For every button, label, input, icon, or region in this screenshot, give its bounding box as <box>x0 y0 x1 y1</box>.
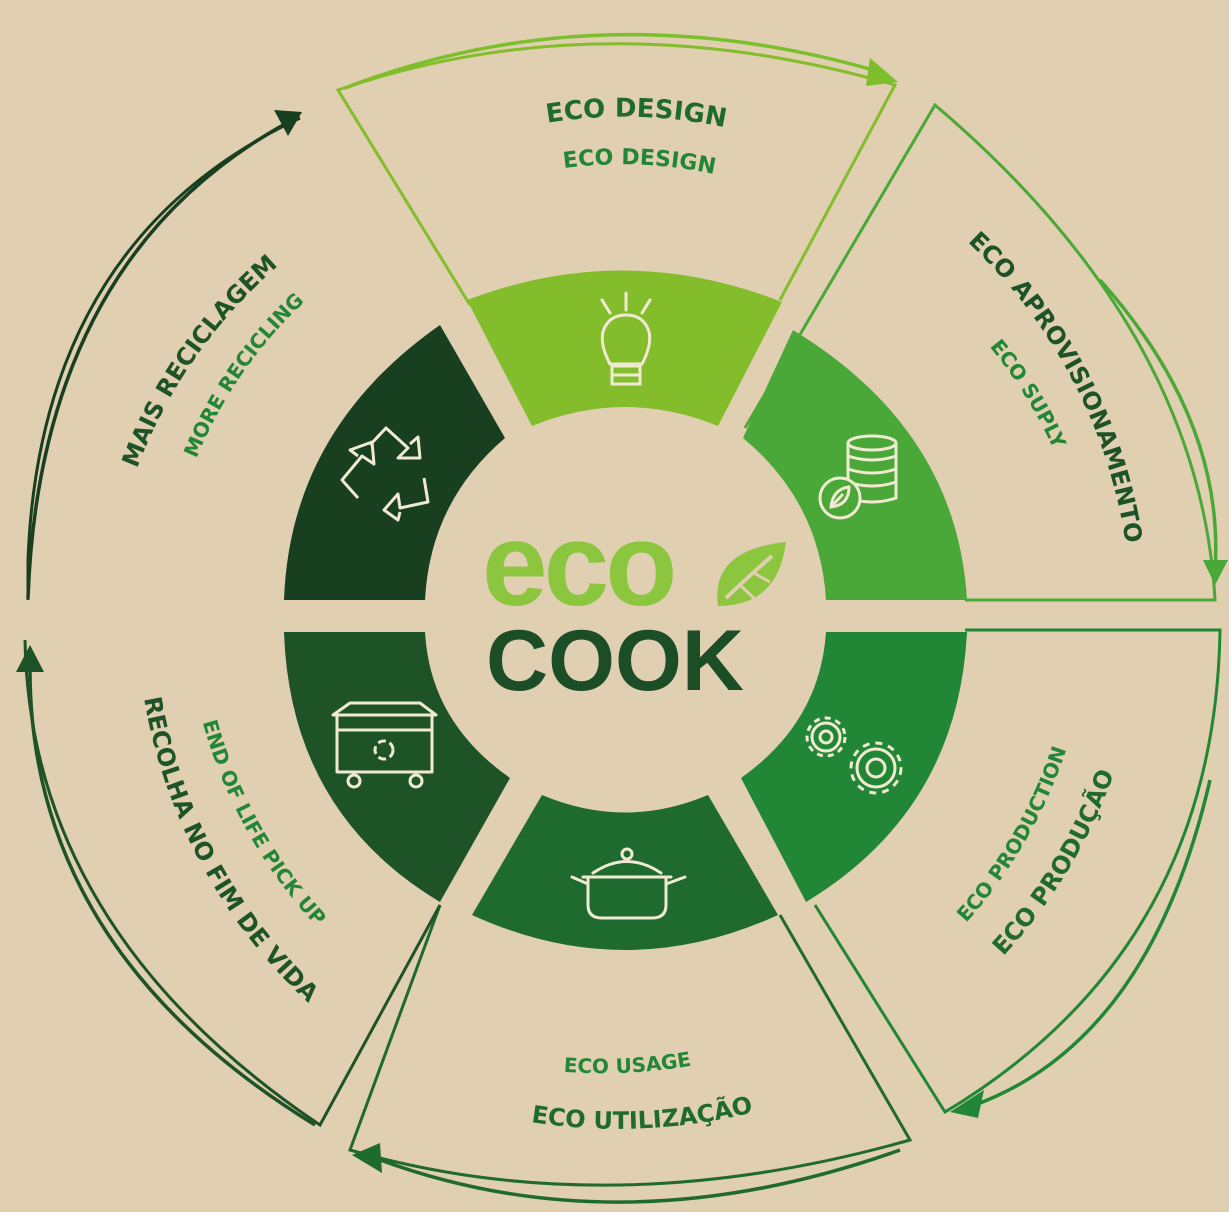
leaf-icon <box>717 542 786 606</box>
arrow-head-production <box>950 1090 984 1118</box>
arrow-design-to-supply <box>344 32 881 90</box>
arrow-recycling-to-design <box>26 122 286 599</box>
gears-icon <box>805 716 903 795</box>
arrow-usage-to-pickup <box>374 1148 901 1204</box>
segment-outlines <box>23 42 1222 1187</box>
label-supply-primary: ECO APROVISIONAMENTO <box>963 226 1147 545</box>
label-usage-primary: ECO UTILIZAÇÃO <box>530 1091 755 1135</box>
arrow-head-usage <box>352 1143 382 1173</box>
cooking-pot-icon <box>570 847 687 920</box>
segment-usage <box>472 795 778 950</box>
arrow-head-pickup <box>16 645 44 672</box>
outline-usage <box>348 904 913 1187</box>
recycle-icon <box>340 426 430 522</box>
segment-design <box>467 270 782 426</box>
inner-ring <box>284 270 967 950</box>
label-design-primary: ECO DESIGN <box>544 94 729 134</box>
arrow-supply-to-production <box>1098 278 1218 571</box>
eco-cook-logo: eco COOK <box>482 499 786 709</box>
segment-pickup <box>284 632 510 902</box>
outline-pickup <box>23 639 442 1128</box>
label-recycling-secondary: MORE RECICLING <box>179 288 308 461</box>
recycling-bin-icon <box>331 701 438 789</box>
logo-cook: COOK <box>486 613 744 709</box>
label-pickup-primary: RECOLHA NO FIM DE VIDA <box>138 694 324 1007</box>
label-design-secondary: ECO DESIGN <box>562 145 718 180</box>
label-usage-secondary: ECO USAGE <box>563 1047 692 1078</box>
outline-recycling <box>26 116 301 600</box>
segment-supply <box>743 330 967 600</box>
lightbulb-icon <box>600 291 652 386</box>
outline-production <box>813 628 1222 1115</box>
segment-recycling <box>284 325 505 600</box>
outline-design <box>335 42 898 306</box>
logo-eco: eco <box>482 499 673 631</box>
coins-leaf-icon <box>818 434 898 520</box>
segment-production <box>741 632 967 902</box>
outline-supply <box>743 102 1217 602</box>
arrow-production-to-usage <box>974 779 1212 1107</box>
arrow-head-supply <box>1203 560 1228 585</box>
cycle-arrows <box>16 32 1228 1204</box>
